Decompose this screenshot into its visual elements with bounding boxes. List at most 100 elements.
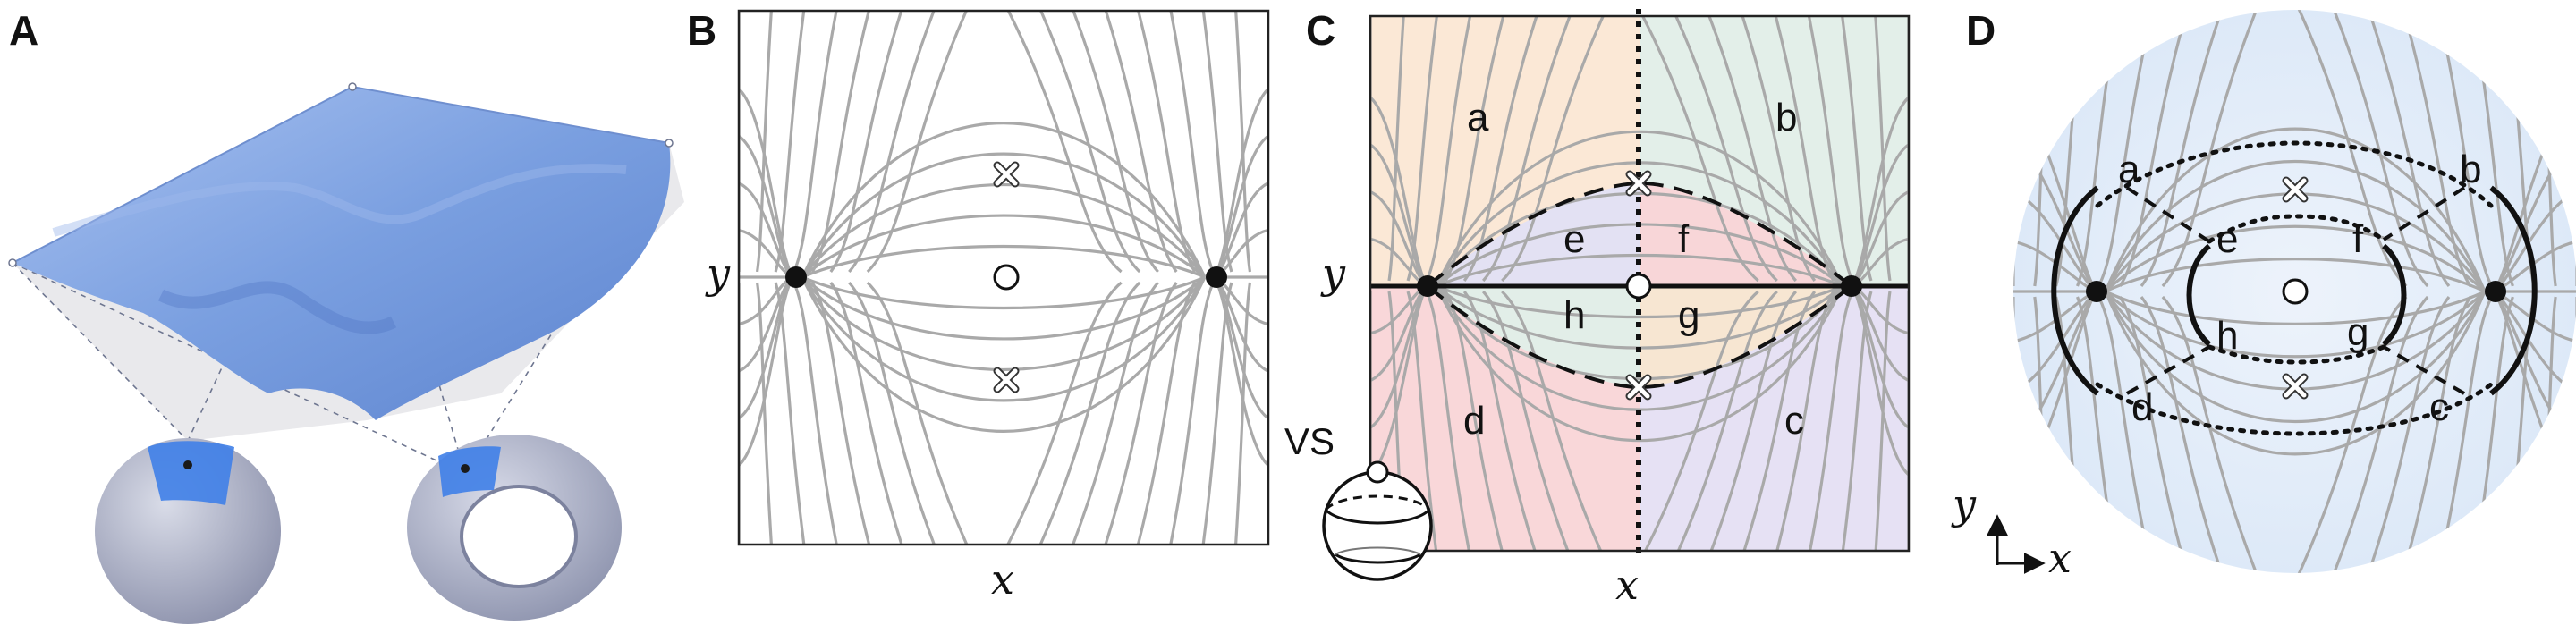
region-label-d-d: d [2131, 385, 2153, 429]
streamline [2161, 295, 2262, 573]
vs-sphere-icon [1322, 460, 1433, 581]
outer-solid-left [2051, 185, 2099, 396]
saddle-point-bottom-c [1625, 374, 1652, 401]
fixed-point-left [785, 266, 807, 288]
streamline [1444, 291, 1504, 551]
streamline [755, 11, 773, 273]
region-label-d-c: d [1463, 399, 1485, 443]
streamline [801, 276, 1207, 402]
streamline [2118, 296, 2191, 573]
streamline [2104, 291, 2487, 424]
streamline [1808, 291, 1854, 551]
blue-surface [13, 87, 671, 420]
streamline [2399, 10, 2472, 287]
sphere-patch [148, 441, 234, 505]
streamline [792, 11, 838, 273]
streamline [1038, 281, 1141, 545]
fixed-point-right-c [1841, 275, 1862, 297]
streamline [1071, 281, 1159, 545]
streamline [2105, 258, 2486, 293]
streamline [1435, 130, 1844, 287]
streamline [1850, 143, 1909, 288]
panel-letter-a: A [9, 7, 38, 54]
dashed-connectors [2125, 186, 2466, 395]
streamline [1425, 291, 1471, 551]
region-label-h-d: h [2216, 314, 2238, 358]
streamline [1741, 16, 1817, 282]
streamline [1136, 282, 1197, 545]
region-label-a-c: a [1467, 96, 1489, 139]
streamline [1444, 16, 1505, 282]
streamline [2104, 159, 2487, 292]
streamline [1005, 281, 1123, 545]
saddle-point-bottom-d [2282, 373, 2309, 400]
streamline [801, 122, 1207, 278]
streamline [829, 282, 903, 545]
streamline [1850, 284, 1909, 477]
streamline [2105, 290, 2486, 325]
streamline [1169, 282, 1215, 545]
streamline [1038, 11, 1141, 274]
streamline [2434, 10, 2494, 287]
streamline [1709, 290, 1797, 551]
streamline [801, 152, 1207, 278]
streamline [1807, 16, 1854, 282]
streamline [801, 275, 1207, 341]
saddle-point-bottom [993, 367, 1020, 393]
region-label-h-c: h [1563, 293, 1585, 337]
streamline [2293, 295, 2408, 573]
region-label-a-d: a [2118, 148, 2140, 191]
streamline [2104, 224, 2487, 293]
inner-dotted-bottom [2207, 344, 2386, 365]
surface-ridge [52, 164, 627, 237]
fixed-point-left-d [2086, 281, 2107, 302]
streamline [1482, 16, 1572, 283]
streamline [2293, 10, 2408, 288]
region-label-g-d: g [2347, 310, 2368, 354]
streamline [2097, 10, 2157, 287]
saddle-point-top-c [1625, 170, 1652, 197]
streamline [801, 276, 1207, 371]
streamline [866, 11, 969, 274]
streamline [1072, 11, 1159, 274]
streamline [801, 275, 1206, 310]
panel-letter-c: C [1306, 7, 1335, 54]
region-label-c-d: c [2429, 385, 2449, 429]
fixed-point-right-d [2485, 281, 2506, 302]
streamline [1212, 134, 1268, 279]
panel-d: D a b c d e f g h [1951, 7, 2576, 582]
region-label-g-c: g [1678, 293, 1699, 337]
fixed-point-center-d [2282, 278, 2309, 305]
streamline [1435, 191, 1844, 287]
streamline [1234, 11, 1252, 273]
streamline [739, 134, 795, 279]
x-axis-label-c: x [1615, 561, 1639, 609]
streamline [848, 11, 936, 274]
y-axis-label-b: y [705, 249, 731, 298]
streamline [1482, 290, 1570, 551]
corner-point [8, 258, 17, 267]
region-h [1428, 286, 1640, 387]
x-axis-label-b: x [991, 555, 1014, 604]
region-f [1640, 183, 1852, 286]
streamline [1406, 291, 1438, 551]
region-label-b-d: b [2460, 148, 2481, 191]
region-label-c-c: c [1784, 399, 1804, 443]
panel-c: C a b c d e [1284, 7, 1911, 609]
region-label-e-c: e [1563, 217, 1585, 261]
streamline [1462, 291, 1537, 551]
saddle-point-top-d [2282, 176, 2309, 203]
surface-valley [157, 281, 397, 334]
y-axis-label-d: y [1951, 480, 1977, 528]
sphere-point [183, 460, 192, 469]
streamline [1136, 11, 1197, 273]
streamline [1435, 285, 1844, 381]
streamline [755, 282, 774, 545]
streamline [1233, 282, 1252, 545]
streamline [1425, 16, 1472, 282]
y-axis-label-c: y [1320, 249, 1346, 298]
region-g [1640, 286, 1852, 387]
streamline [2118, 10, 2191, 287]
streamline [739, 182, 795, 279]
streamline [1006, 11, 1123, 274]
